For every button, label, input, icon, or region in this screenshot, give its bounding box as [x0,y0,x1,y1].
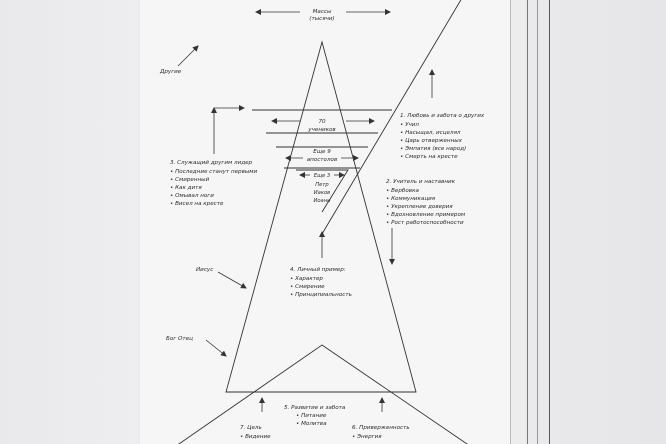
list-item: • Вербовка [386,188,419,194]
list-item: • Рост работоспособности [386,220,464,226]
paper-edge-line [527,0,528,444]
paper-edge-line [549,0,550,444]
list-heading: 5. Развитие и забота [284,405,346,411]
list-item: • Укрепление доверия [386,204,453,210]
arrow [217,271,247,289]
jesus-label: Иисус [196,267,213,273]
list-item: • Смирение [290,284,325,290]
bottom-triangle [178,344,468,444]
list-heading: 3. Служащий другим лидер [170,160,253,166]
seventy-label: 70 [318,119,326,125]
list-item: • Царь отверженных [400,138,463,144]
list-heading: 6. Приверженность [352,425,410,431]
paper-edge-line [537,0,538,444]
paper-stack-edge [510,0,525,444]
masses-sublabel: (тысячи) [309,16,334,22]
example-list: 4. Личный пример: • Характер • Смирение … [290,267,352,298]
list-item: • Последние станут первыми [170,169,258,175]
list-item: • Коммуникация [386,196,436,202]
list-item: • Учил [400,122,419,128]
servant-list: 3. Служащий другим лидер • Последние ста… [170,160,258,207]
devotion-list: 6. Приверженность • Энергия [352,425,410,440]
list-item: • Молитва [296,421,327,427]
list-item: • Принципиальность [290,292,352,298]
list-item: • Видение [240,434,271,440]
teacher-list: 2. Учитель и наставник • Вербовка • Комм… [386,179,466,226]
three-name: Иоанн [313,198,331,204]
father-label: Бог Отец [166,336,193,342]
list-item: • Висел на кресте [170,201,224,207]
paper-sheet [140,0,512,444]
growth-list: 5. Развитие и забота • Питание • Молитва [284,405,346,427]
list-item: • Питание [296,413,327,419]
list-item: • Эмпатия (все народ) [400,146,466,152]
list-item: • Вдохновление примером [386,212,466,218]
list-item: • Смиренный [170,177,210,183]
list-heading: 1. Любовь и забота о других [400,113,485,119]
list-item: • Насыщал, исцелял [400,130,461,136]
seventy-sublabel: учеников [307,127,335,133]
love-list: 1. Любовь и забота о других • Учил • Нас… [400,113,485,160]
inner-inverted-triangle [296,169,349,213]
list-item: • Характер [290,276,323,282]
list-item: • Как дитя [170,185,202,191]
nine-label: Еще 9 [313,149,331,155]
three-name: Иаков [314,190,330,196]
goal-list: 7. Цель • Видение [240,425,271,440]
list-item: • Омывал ноги [170,193,214,199]
three-name: Петр [315,182,329,188]
arrow [205,339,227,357]
nine-sublabel: апостолов [307,157,338,163]
list-item: • Энергия [352,434,382,440]
list-heading: 4. Личный пример: [290,267,346,273]
masses-label: Массы [313,9,332,15]
arrow [177,45,199,67]
list-heading: 7. Цель [240,425,262,431]
others-label: Другие [159,69,182,75]
list-heading: 2. Учитель и наставник [386,179,456,185]
outer-inverted-triangle [321,0,462,235]
list-item: • Смерть на кресте [400,154,458,160]
three-label: Еще 3 [314,173,330,179]
